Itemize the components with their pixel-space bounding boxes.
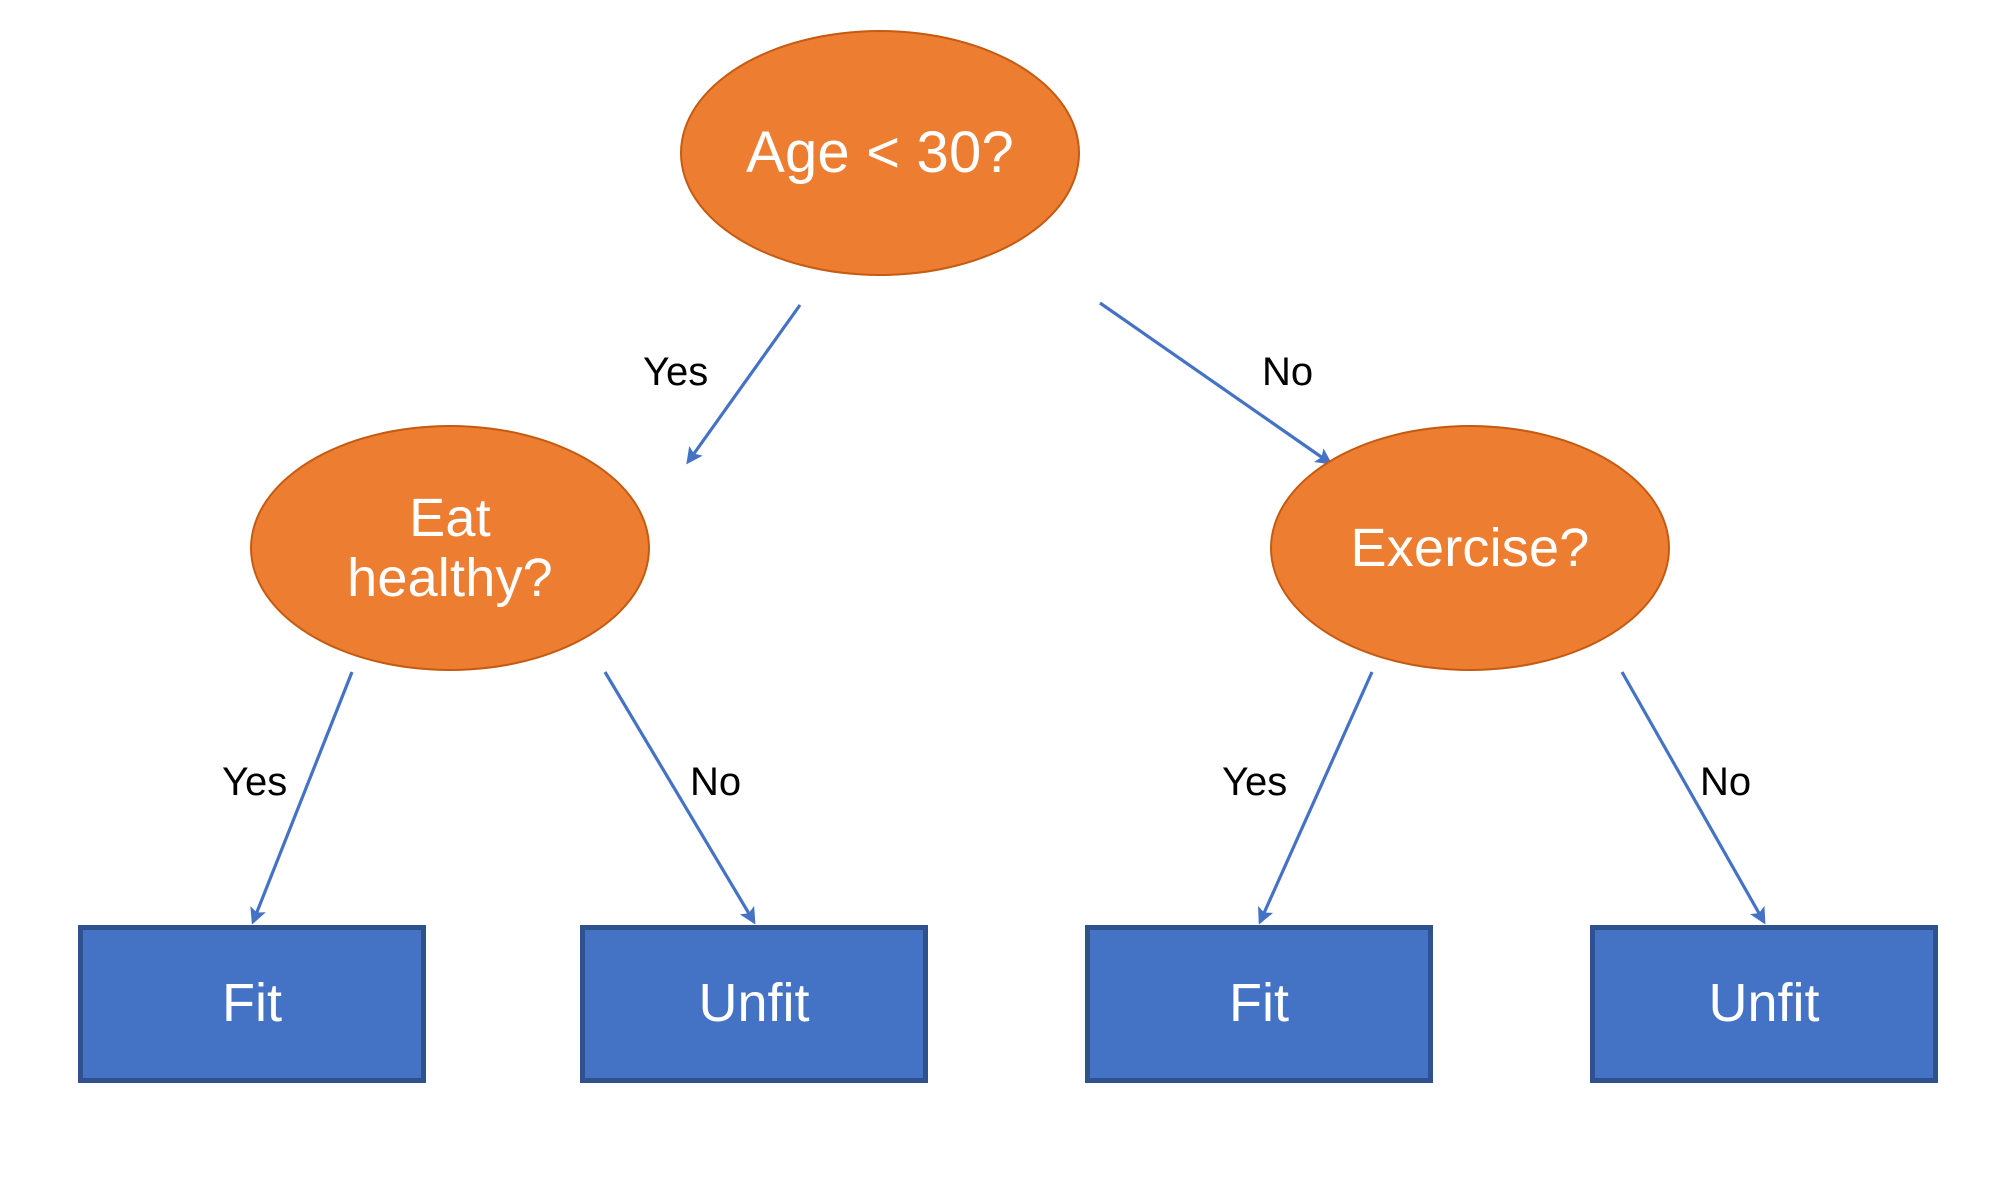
label-line-1: Eat <box>409 487 491 548</box>
edge-label-exercise-yes: Yes <box>1222 760 1288 804</box>
edge-label-exercise-no: No <box>1700 760 1752 804</box>
edge-label-root-no: No <box>1262 350 1314 394</box>
decision-node-age-label: Age < 30? <box>746 119 1014 185</box>
decision-node-exercise-label: Exercise? <box>1350 517 1590 578</box>
leaf-node-unfit-left-label: Unfit <box>698 973 810 1034</box>
decision-node-eat-healthy-label: Eat healthy? <box>347 488 553 609</box>
leaf-node-unfit-right-label: Unfit <box>1708 973 1820 1034</box>
edge-label-eat-healthy-no: No <box>690 760 742 804</box>
decision-node-age[interactable]: Age < 30? <box>680 30 1080 276</box>
leaf-node-fit-right[interactable]: Fit <box>1085 925 1433 1083</box>
edge-label-root-yes: Yes <box>643 350 709 394</box>
decision-node-exercise[interactable]: Exercise? <box>1270 425 1670 671</box>
leaf-node-fit-right-label: Fit <box>1229 973 1289 1034</box>
edge-label-eat-healthy-yes: Yes <box>222 760 288 804</box>
decision-node-eat-healthy[interactable]: Eat healthy? <box>250 425 650 671</box>
label-line-2: healthy? <box>347 548 553 608</box>
leaf-node-fit-left[interactable]: Fit <box>78 925 426 1083</box>
leaf-node-fit-left-label: Fit <box>222 973 282 1034</box>
leaf-node-unfit-right[interactable]: Unfit <box>1590 925 1938 1083</box>
leaf-node-unfit-left[interactable]: Unfit <box>580 925 928 1083</box>
